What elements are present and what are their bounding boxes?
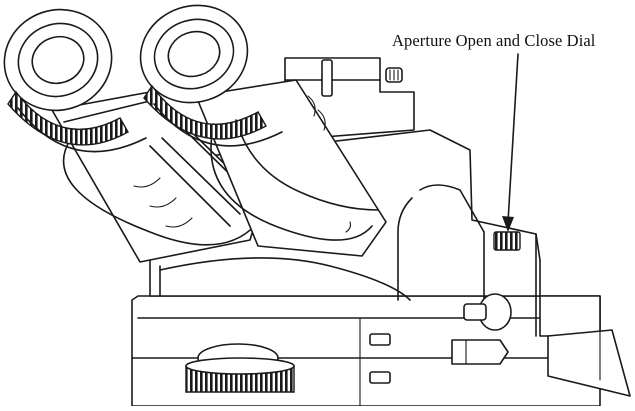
aperture-dial	[493, 231, 521, 251]
right-eyepiece	[139, 4, 387, 257]
left-eyepiece	[3, 8, 263, 263]
focus-knob	[185, 343, 295, 393]
callout-label: Aperture Open and Close Dial	[392, 31, 596, 50]
callout-leader	[502, 53, 519, 232]
